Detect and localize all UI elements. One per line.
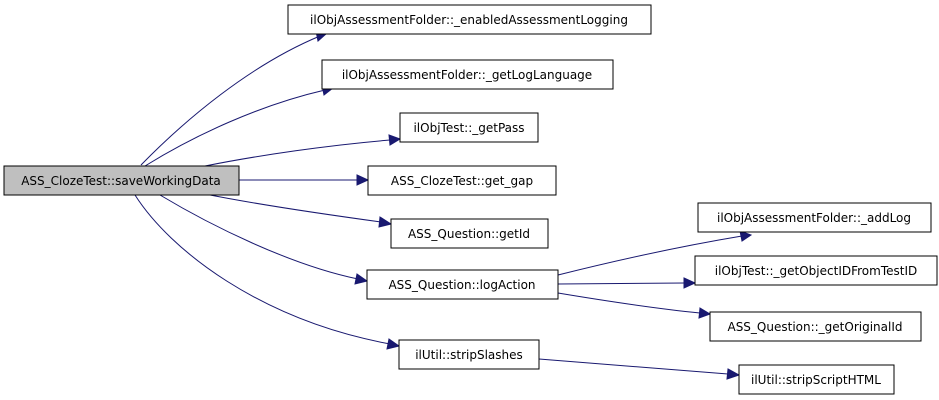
svg-text:ilObjAssessmentFolder::_addLog: ilObjAssessmentFolder::_addLog: [717, 211, 911, 225]
svg-text:ASS_ClozeTest::get_gap: ASS_ClozeTest::get_gap: [391, 174, 533, 188]
svg-text:ilObjAssessmentFolder::_enable: ilObjAssessmentFolder::_enabledAssessmen…: [310, 13, 628, 27]
node-strip-script-html[interactable]: ilUtil::stripScriptHTML: [738, 364, 895, 395]
edge-logAction-getOriginalId: [557, 292, 712, 319]
edge-root-getPass: [204, 134, 402, 167]
svg-text:ASS_Question::_getOriginalId: ASS_Question::_getOriginalId: [727, 320, 902, 334]
edge-root-stripSlashes: [134, 194, 401, 350]
svg-text:ASS_Question::logAction: ASS_Question::logAction: [388, 278, 535, 292]
svg-text:ASS_ClozeTest::saveWorkingData: ASS_ClozeTest::saveWorkingData: [21, 174, 221, 188]
node-strip-slashes[interactable]: ilUtil::stripSlashes: [398, 339, 540, 370]
node-get-gap[interactable]: ASS_ClozeTest::get_gap: [367, 165, 557, 196]
edge-root-getGap: [239, 174, 370, 186]
edge-logAction-addLog: [557, 230, 753, 276]
node-log-action[interactable]: ASS_Question::logAction: [366, 269, 559, 300]
edge-root-enabledLogging: [140, 30, 329, 166]
node-enabled-assessment-logging[interactable]: ilObjAssessmentFolder::_enabledAssessmen…: [287, 4, 652, 35]
svg-text:ilObjTest::_getObjectIDFromTes: ilObjTest::_getObjectIDFromTestID: [715, 264, 918, 278]
node-root[interactable]: ASS_ClozeTest::saveWorkingData: [3, 165, 240, 196]
node-get-object-id-from-test-id[interactable]: ilObjTest::_getObjectIDFromTestID: [694, 255, 938, 286]
node-get-original-id[interactable]: ASS_Question::_getOriginalId: [709, 311, 922, 342]
edge-root-logAction: [159, 194, 369, 285]
svg-text:ASS_Question::getId: ASS_Question::getId: [408, 227, 530, 241]
node-get-id[interactable]: ASS_Question::getId: [390, 218, 549, 249]
edge-logAction-getObjectID: [557, 277, 697, 289]
svg-text:ilUtil::stripSlashes: ilUtil::stripSlashes: [415, 348, 523, 362]
node-get-pass[interactable]: ilObjTest::_getPass: [399, 112, 539, 143]
svg-text:ilObjAssessmentFolder::_getLog: ilObjAssessmentFolder::_getLogLanguage: [342, 68, 592, 82]
edge-root-getLogLanguage: [144, 84, 335, 167]
svg-text:ilObjTest::_getPass: ilObjTest::_getPass: [413, 121, 524, 135]
edge-root-getId: [204, 193, 393, 228]
node-add-log[interactable]: ilObjAssessmentFolder::_addLog: [697, 202, 932, 233]
node-get-log-language[interactable]: ilObjAssessmentFolder::_getLogLanguage: [321, 59, 614, 90]
svg-text:ilUtil::stripScriptHTML: ilUtil::stripScriptHTML: [751, 373, 881, 387]
edge-stripSlashes-stripScriptHTML: [538, 358, 741, 380]
